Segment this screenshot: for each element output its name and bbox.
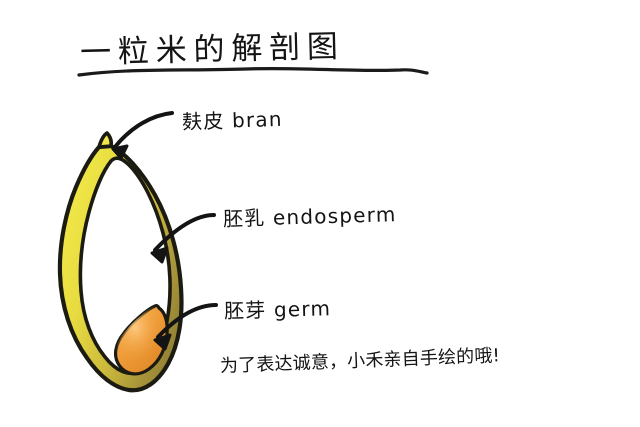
bran-tip-shape	[97, 131, 114, 149]
label-germ: 胚芽 germ	[223, 296, 332, 323]
endosperm-arrow-line	[153, 213, 216, 252]
rice-grain-illustration	[57, 131, 184, 393]
title-underline	[77, 66, 429, 77]
bran-arrow-head	[111, 144, 129, 160]
germ-arrow-head	[153, 333, 172, 351]
bran-arrow-line	[113, 111, 174, 149]
page-title: 一粒米的解剖图	[79, 28, 346, 71]
germ-arrow-line	[156, 303, 218, 339]
label-bran: 麸皮 bran	[181, 106, 283, 134]
label-endosperm: 胚乳 endosperm	[222, 202, 397, 231]
germ-highlight	[115, 305, 168, 374]
endosperm-arrow-head	[150, 246, 169, 264]
leader-arrows	[111, 111, 218, 351]
